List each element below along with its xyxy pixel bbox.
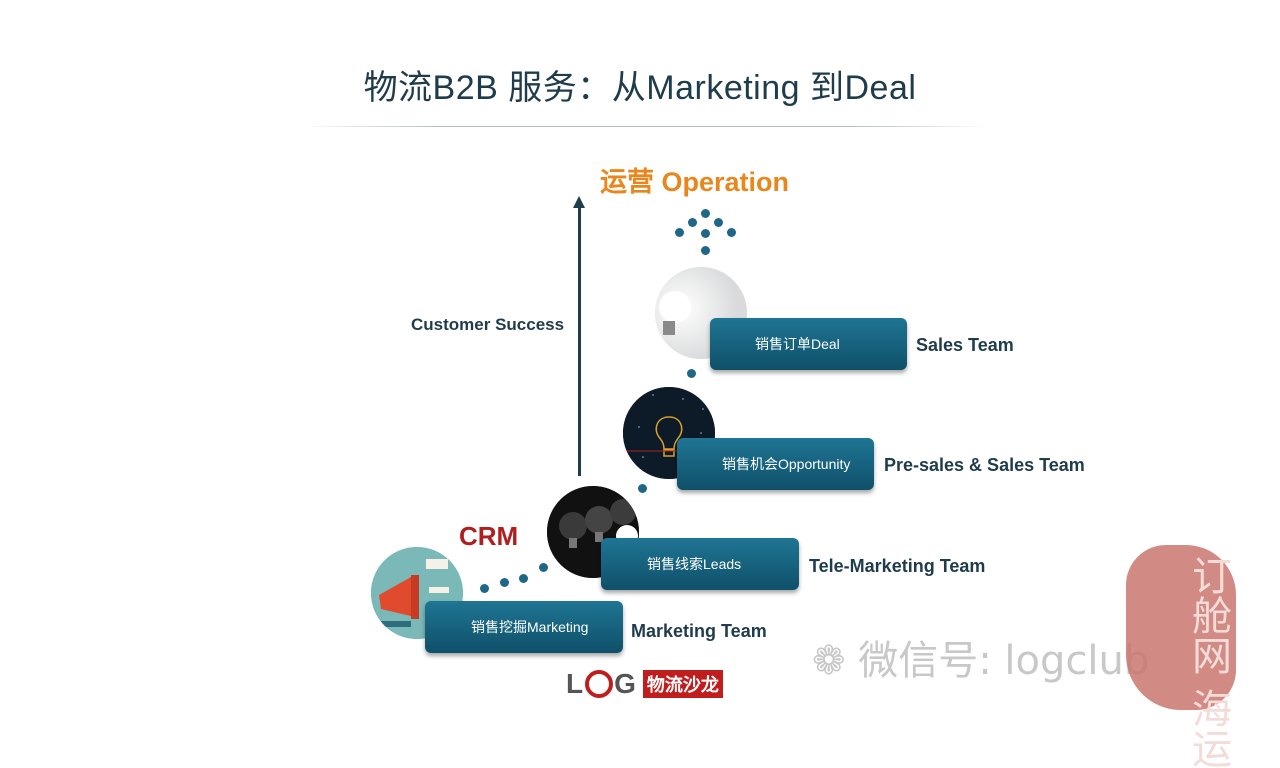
dot [701, 209, 710, 218]
stage-box-opportunity: 销售机会Opportunity [677, 438, 874, 490]
operation-label: 运营 Operation [600, 167, 790, 197]
connector-dot [480, 584, 489, 593]
title-divider [300, 126, 990, 127]
connector-dot [687, 369, 696, 378]
logo-letter: G [614, 668, 637, 699]
stage-box-label: 销售机会Opportunity [722, 456, 851, 472]
customer-success-axis [578, 206, 581, 476]
stage-box-label: 销售订单Deal [755, 336, 840, 352]
logo-letter: L [566, 668, 585, 699]
dot [701, 229, 710, 238]
team-label-sales: Sales Team [916, 335, 1014, 355]
wechat-watermark: ❁ 微信号: logclub [812, 628, 1149, 686]
stage-box-label: 销售挖掘Marketing [471, 619, 589, 635]
axis-arrowhead [573, 196, 585, 208]
connector-dot [638, 484, 647, 493]
team-label-pre-sales: Pre-sales & Sales Team [884, 455, 1085, 475]
crm-label: CRM [459, 521, 519, 551]
dot [727, 228, 736, 237]
log-logo: L G 物流沙龙 [566, 668, 723, 700]
seal-characters: 订舱网 海运 [1185, 555, 1231, 768]
stage-box-deal: 销售订单Deal [710, 318, 907, 370]
stage-box-marketing: 销售挖掘Marketing [425, 601, 623, 653]
dot [675, 228, 684, 237]
connector-dot [500, 578, 509, 587]
team-label-tele-marketing: Tele-Marketing Team [809, 556, 986, 576]
seal-stamp [1126, 545, 1236, 710]
team-label-marketing: Marketing Team [631, 621, 767, 641]
connector-dot [539, 563, 548, 572]
stage-box-label: 销售线索Leads [647, 556, 742, 572]
connector-dot [519, 574, 528, 583]
page-title: 物流B2B 服务：从Marketing 到Deal [363, 69, 917, 107]
wechat-icon: ❁ [812, 638, 846, 684]
dot [701, 246, 710, 255]
dot [688, 218, 697, 227]
dot [714, 218, 723, 227]
stage-box-leads: 销售线索Leads [601, 538, 799, 590]
watermark-text: 微信号: logclub [858, 638, 1150, 684]
logo-chinese: 物流沙龙 [642, 670, 723, 698]
axis-label: Customer Success [411, 315, 565, 334]
logo-circle-icon [585, 670, 614, 698]
